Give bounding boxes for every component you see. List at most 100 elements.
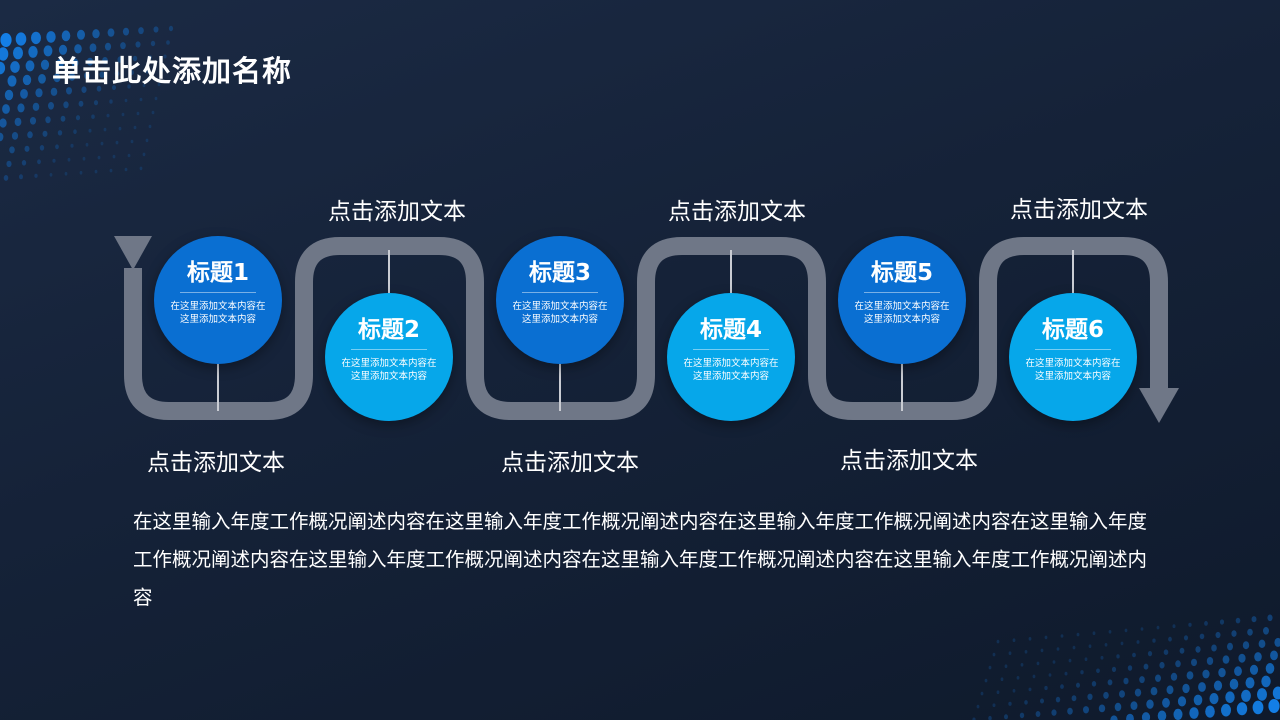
decor-dot [1116,654,1120,659]
decor-dot [1104,643,1108,647]
decor-dot [1091,681,1097,687]
decor-dot [78,100,84,107]
decor-dot [104,42,112,51]
decor-dot [124,167,128,172]
decor-dot [48,102,54,110]
decor-dot [1195,646,1201,653]
decor-dot [84,72,90,80]
decor-dot [1152,638,1156,643]
decor-dot [1012,689,1016,693]
decor-dot [1083,706,1089,714]
decor-dot [0,61,6,75]
start-arrow-icon [114,236,152,270]
decor-dot [58,44,68,55]
decor-dot [1162,697,1170,708]
decor-dot [1189,707,1199,719]
step-divider [351,349,427,350]
decor-dot [29,117,37,125]
decor-dot [166,40,170,45]
decor-dot [1163,649,1169,655]
decor-dot [1198,682,1206,692]
decor-dot [77,29,85,40]
decor-dot [67,157,71,162]
decor-dot [1139,676,1145,684]
decor-dot [1234,666,1242,677]
step-heading: 标题6 [1041,317,1104,343]
decor-dot [1036,661,1040,666]
decor-dot [1071,695,1077,702]
decor-dot [988,665,992,670]
decor-dot [136,111,140,116]
decor-dot [1008,651,1012,655]
decor-dot [1215,631,1221,639]
decor-dot [21,160,27,166]
decor-dot [1100,655,1104,660]
step-circle-6: 标题6 在这里添加文本内容在这里添加文本内容 [1009,293,1137,421]
decor-dot [3,175,9,181]
decor-dot [91,114,95,119]
decor-dot [138,27,144,35]
decor-dot [68,72,76,81]
decor-dot [1072,645,1076,650]
decor-dot [992,703,996,707]
decor-dot [1166,685,1174,695]
decor-dot [97,155,101,160]
decor-dot [1241,689,1251,702]
decor-dot [1060,634,1064,638]
decor-dot [1088,644,1092,648]
decor-dot [976,704,980,709]
decor-dot [1213,680,1223,691]
decor-dot [120,42,126,50]
decor-dot [70,143,74,148]
decor-dot [73,129,77,134]
decor-dot [106,113,110,118]
decor-dot [1252,700,1264,715]
decor-dot [1060,684,1064,689]
decor-dot [42,130,48,137]
decor-dot [109,99,113,104]
decor-dot [1188,622,1192,627]
decor-dot [112,85,116,91]
decor-dot [1204,621,1208,626]
decor-dot [145,69,149,74]
decor-dot [0,132,4,142]
step-heading: 标题3 [528,260,591,286]
step-divider [864,292,940,293]
decor-dot [1222,655,1230,664]
slide-title: 单击此处添加名称 [52,54,293,88]
decor-dot [1249,664,1259,675]
decor-dot [22,74,32,86]
decor-dot [1263,627,1269,635]
decor-dot [1126,713,1134,720]
decor-dot [1267,614,1273,622]
decor-dot [31,31,41,45]
decor-dot [1008,701,1012,706]
decor-dot [118,126,122,131]
decor-dot [1205,705,1215,718]
decor-dot [1024,650,1028,654]
decor-dot [99,71,105,78]
decor-dot [1156,625,1160,630]
decor-dot [1132,652,1136,658]
label-bottom-3: 点击添加文本 [840,448,978,474]
step-description: 在这里添加文本内容在这里添加文本内容 [512,301,608,325]
decor-dot [1206,657,1214,665]
decor-dot [1127,665,1133,671]
decor-dot [0,118,7,128]
decor-dot [1257,688,1267,701]
decor-dot [4,89,14,101]
decor-dot [980,691,984,696]
decor-dot [1179,647,1185,654]
decor-dot [56,59,64,69]
label-bottom-1: 点击添加文本 [147,450,285,476]
decor-dot [103,127,107,132]
step-divider [693,349,769,350]
step-heading: 标题4 [699,317,762,343]
decor-dot [1219,619,1225,625]
step-circle-2: 标题2 在这里添加文本内容在这里添加文本内容 [325,293,453,421]
decor-dot [1186,671,1194,680]
decor-dot [984,678,988,683]
decor-dot [13,46,23,60]
decor-dot [1270,650,1278,661]
